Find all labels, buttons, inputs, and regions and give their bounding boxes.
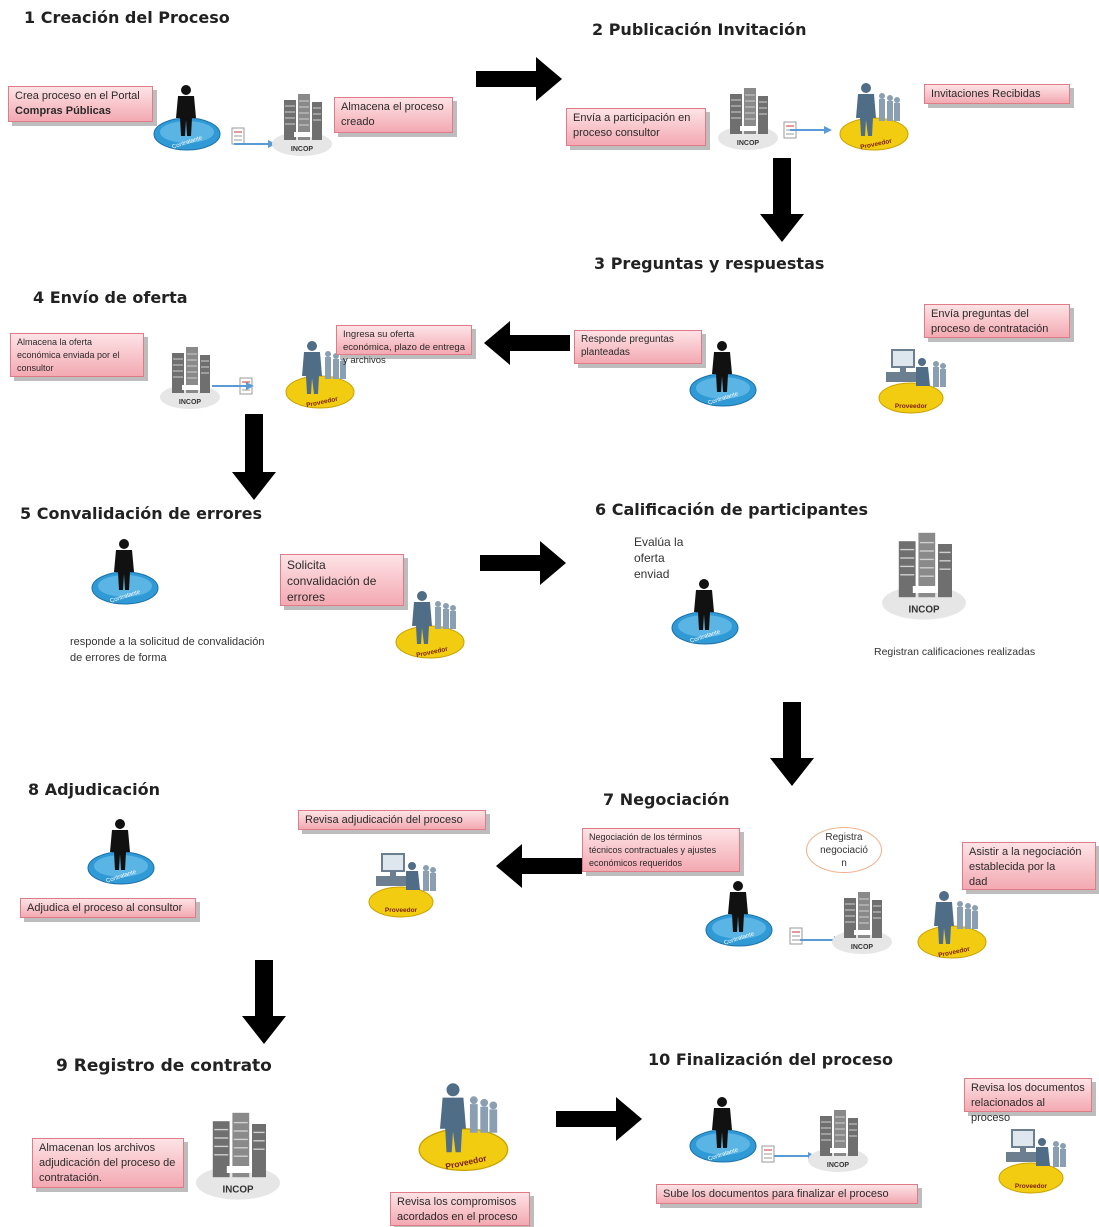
incop-server-icon (195, 1112, 281, 1201)
step-2-title: 2 Publicación Invitación (592, 20, 807, 39)
note-line: Asistir a la negociación (969, 846, 1082, 858)
step-5-title: 5 Convalidación de errores (20, 504, 262, 523)
left-arrow-icon (496, 844, 582, 888)
step-4-offer-note: Ingresa su oferta económica, plazo de en… (336, 325, 472, 366)
step-1-title: 1 Creación del Proceso (24, 8, 230, 27)
incop-server-icon (881, 532, 967, 621)
step-8-award-note: Adjudica el proceso al consultor (20, 898, 196, 918)
step-4-title: 4 Envío de oferta (33, 288, 188, 307)
contratante-icon (87, 818, 155, 886)
step-3-questions-note: Envía preguntas del proceso de contratac… (924, 304, 1070, 338)
left-arrow-icon (484, 321, 570, 365)
step-2-invitations-note: Invitaciones Recibidas (924, 84, 1070, 104)
contratante-icon (671, 578, 739, 646)
proveedor-desk-icon (368, 853, 437, 918)
step-2-send-note: Envía a participación en proceso consult… (566, 108, 706, 146)
contratante-icon (689, 1096, 757, 1164)
down-arrow-icon (232, 414, 276, 500)
document-icon (761, 1145, 775, 1163)
step-1-store-note: Almacena el proceso creado (334, 97, 453, 133)
right-arrow-icon (476, 57, 562, 101)
step-9-review-note: Revisa los compromisos acordados en el p… (390, 1192, 530, 1226)
contratante-icon (689, 340, 757, 408)
step-4-store-note: Almacena la oferta económica enviada por… (10, 333, 144, 377)
down-arrow-icon (760, 158, 804, 242)
right-arrow-icon (480, 541, 566, 585)
note-line: establecida por la (969, 861, 1056, 873)
contratante-icon (705, 880, 773, 948)
note-line: dad (969, 876, 988, 888)
step-10-review-note: Revisa los documentos relacionados al pr… (964, 1078, 1092, 1124)
proveedor-icon (917, 890, 987, 960)
step-8-review-note: Revisa adjudicación del proceso (298, 810, 486, 830)
step-8-title: 8 Adjudicación (28, 780, 160, 799)
proveedor-desk-icon (878, 349, 947, 414)
text-line: enviad (634, 567, 670, 581)
down-arrow-icon (242, 960, 286, 1044)
step-7-negotiation-note: Negociación de los términos técnicos con… (582, 828, 740, 872)
step-7-title: 7 Negociación (603, 790, 730, 809)
flow-arrow-icon (789, 125, 833, 135)
step-10-title: 10 Finalización del proceso (648, 1050, 893, 1069)
step-7-register-oval: Registra negociació n (806, 827, 882, 873)
step-1-create-process-note: Crea proceso en el Portal Compras Públic… (8, 86, 153, 122)
step-3-title: 3 Preguntas y respuestas (594, 254, 825, 273)
text-line: Evalúa la (634, 535, 684, 549)
right-arrow-icon (556, 1097, 642, 1141)
incop-server-icon (159, 346, 221, 410)
step-5-request-note: Solicita convalidación de errores (280, 554, 404, 606)
step-3-answer-note: Responde preguntas planteadas (574, 330, 702, 364)
step-10-upload-note: Sube los documentos para finalizar el pr… (656, 1184, 918, 1204)
step-6-evaluate-text: Evalúa la oferta enviad (634, 534, 683, 582)
step-6-register-text: Registran calificaciones realizadas (874, 646, 1036, 658)
text-line: oferta (634, 551, 665, 565)
step-9-store-note: Almacenan los archivos adjudicación del … (32, 1138, 184, 1188)
note-line-bold: Compras Públicas (15, 105, 111, 117)
note-line: Crea proceso en el Portal (15, 90, 140, 102)
oval-line: Registra (825, 831, 863, 843)
oval-line: n (841, 857, 847, 869)
step-6-title: 6 Calificación de participantes (595, 500, 869, 519)
contratante-icon (153, 84, 221, 152)
step-7-attend-note: Asistir a la negociación establecida por… (962, 842, 1096, 890)
proveedor-icon (395, 590, 465, 660)
incop-server-icon (807, 1109, 869, 1173)
incop-server-icon (831, 891, 893, 955)
flow-arrow-icon (211, 381, 255, 391)
proveedor-icon (418, 1082, 509, 1173)
step-9-title: 9 Registro de contrato (56, 1056, 272, 1076)
down-arrow-icon (770, 702, 814, 786)
proveedor-icon (839, 82, 909, 152)
step-5-response-text: responde a la solicitud de convalidación… (70, 636, 265, 664)
incop-server-icon (717, 87, 779, 151)
contratante-icon (91, 538, 159, 606)
incop-server-icon (271, 93, 333, 157)
oval-line: negociació (820, 844, 868, 856)
proveedor-desk-icon (998, 1129, 1067, 1194)
